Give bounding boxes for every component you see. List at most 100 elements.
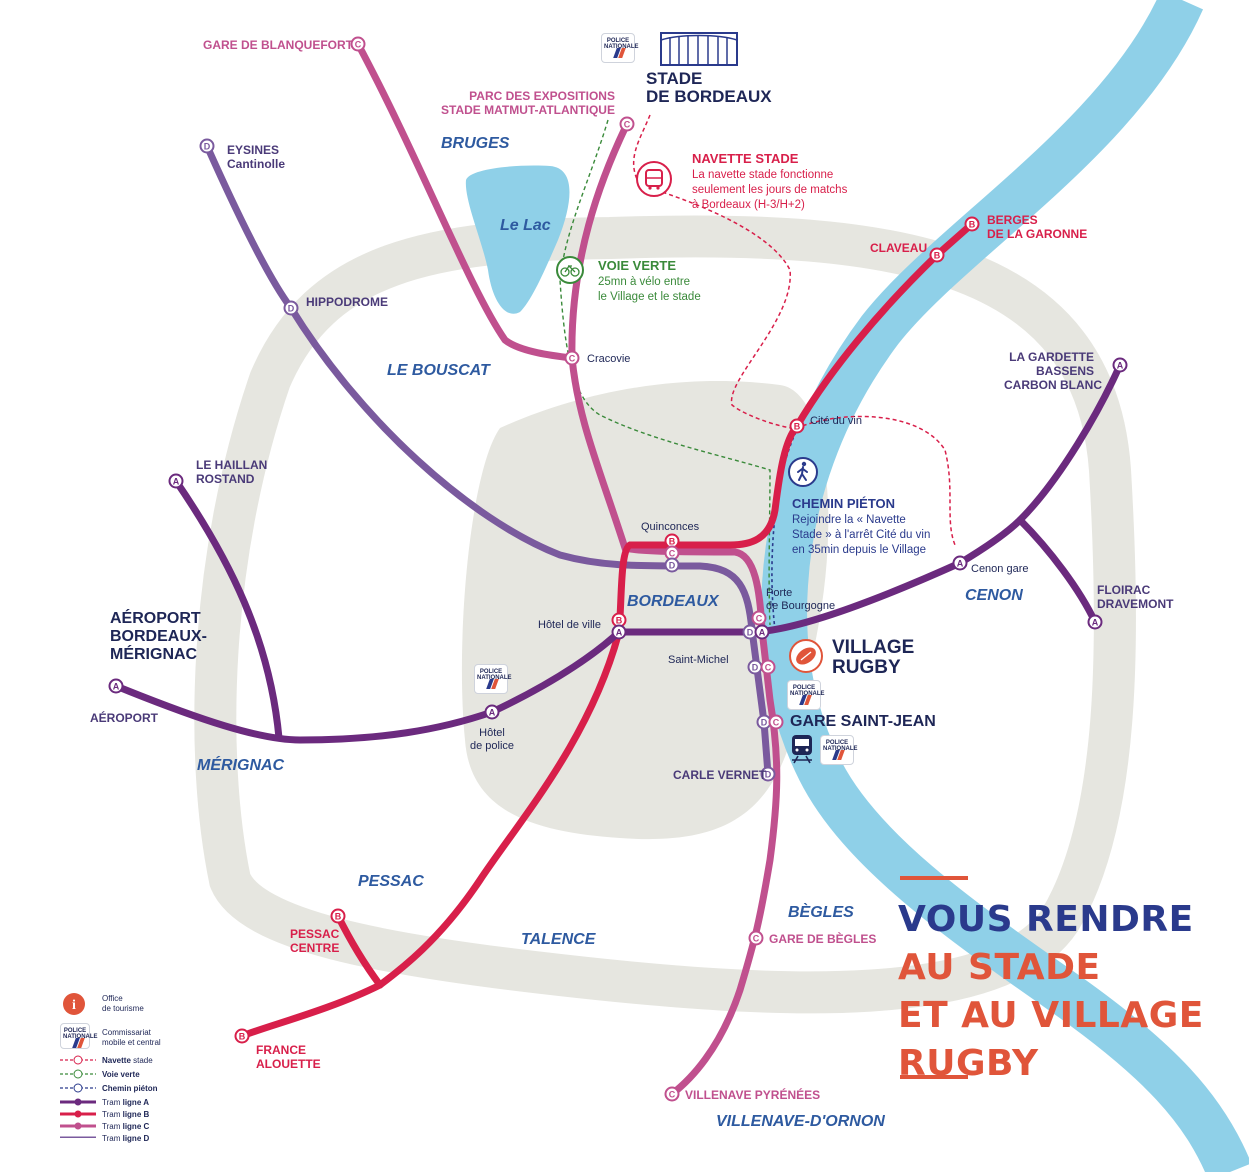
stop-marker-c[interactable]: C — [748, 930, 764, 946]
svg-text:B: B — [934, 250, 941, 260]
terminal-aeroport: AÉROPORT — [90, 711, 159, 725]
legend-line-swatches — [60, 1055, 96, 1138]
stop-marker-d[interactable]: D — [199, 138, 215, 154]
legend-police-icon: POLICE NATIONALE — [60, 1023, 98, 1049]
svg-text:B: B — [669, 536, 676, 546]
stop-hotel-de-ville: Hôtel de ville — [538, 619, 601, 631]
stop-marker-a[interactable]: A — [484, 704, 500, 720]
stop-marker-a[interactable]: A — [952, 555, 968, 571]
tram-line-d — [203, 142, 772, 778]
district-merignac: MÉRIGNAC — [197, 757, 285, 774]
svg-text:B: B — [335, 911, 342, 921]
stadium-icon — [660, 32, 738, 66]
svg-text:A: A — [113, 681, 120, 691]
tram-line-c-north — [354, 40, 576, 362]
police-badge-gare: POLICE NATIONALE — [820, 735, 858, 765]
svg-text:A: A — [616, 627, 623, 637]
stop-marker-a[interactable]: A — [108, 678, 124, 694]
svg-text:D: D — [752, 662, 759, 672]
stop-saint-michel: Saint-Michel — [668, 654, 729, 666]
stop-marker-a[interactable]: A — [168, 473, 184, 489]
svg-text:B: B — [239, 1031, 246, 1041]
stop-marker-a[interactable]: A — [1112, 357, 1128, 373]
legend-tram-a: Tram ligne A — [102, 1098, 149, 1107]
district-villenave: VILLENAVE-D'ORNON — [716, 1113, 885, 1130]
headline-bottom-rule — [900, 1075, 968, 1079]
headline-line-2: AU STADE — [898, 947, 1101, 988]
stop-marker-b[interactable]: B — [964, 216, 980, 232]
stop-marker-c[interactable]: C — [664, 1086, 680, 1102]
svg-text:C: C — [756, 613, 763, 623]
district-pessac: PESSAC — [358, 873, 424, 890]
stop-marker-b[interactable]: B — [330, 908, 346, 924]
legend-voie-verte: Voie verte — [102, 1070, 140, 1079]
bus-icon — [636, 161, 672, 197]
svg-text:D: D — [669, 560, 676, 570]
stop-marker-b[interactable]: B — [929, 247, 945, 263]
stop-claveau: CLAVEAU — [870, 241, 928, 255]
terminal-gare-de-blanquefort: GARE DE BLANQUEFORT — [203, 38, 353, 52]
stop-marker-c[interactable]: C — [619, 116, 635, 132]
stop-cracovie: Cracovie — [587, 353, 631, 365]
stop-marker-b[interactable]: B — [234, 1028, 250, 1044]
stop-marker-d[interactable]: D — [664, 557, 680, 573]
headline: VOUS RENDRE AU STADE ET AU VILLAGE RUGBY — [898, 896, 1204, 1088]
stop-marker-c[interactable]: C — [760, 659, 776, 675]
stop-marker-a[interactable]: A — [611, 624, 627, 640]
svg-text:C: C — [569, 353, 576, 363]
svg-text:C: C — [669, 1089, 676, 1099]
svg-text:A: A — [759, 627, 766, 637]
stop-marker-d[interactable]: D — [760, 766, 776, 782]
svg-text:B: B — [616, 615, 623, 625]
pedestrian-icon — [788, 457, 818, 487]
legend-navette: Navette stade — [102, 1056, 153, 1065]
stop-cenon-gare: Cenon gare — [971, 563, 1029, 575]
stop-marker-c[interactable]: C — [751, 610, 767, 626]
stop-marker-a[interactable]: A — [754, 624, 770, 640]
bike-icon — [556, 256, 584, 284]
tram-line-a-floirac — [1016, 516, 1099, 626]
stop-marker-c[interactable]: C — [350, 36, 366, 52]
stop-marker-d[interactable]: D — [283, 300, 299, 316]
chemin-title: CHEMIN PIÉTON — [792, 496, 896, 511]
stop-gare-de-begles: GARE DE BÈGLES — [769, 932, 877, 946]
gare-label: GARE SAINT-JEAN — [790, 713, 936, 730]
stop-cite-du-vin: Cité du vin — [810, 415, 862, 427]
headline-line-1: VOUS RENDRE — [898, 899, 1194, 940]
stop-marker-c[interactable]: C — [768, 714, 784, 730]
stop-marker-c[interactable]: C — [564, 350, 580, 366]
rugby-ball-icon — [789, 639, 823, 673]
stop-marker-a[interactable]: A — [1087, 614, 1103, 630]
svg-text:B: B — [794, 421, 801, 431]
stop-marker-c[interactable]: C — [664, 545, 680, 561]
stop-marker-b[interactable]: B — [789, 418, 805, 434]
river-garonne — [761, 0, 1249, 1172]
svg-text:D: D — [288, 303, 295, 313]
legend-tram-d: Tram ligne D — [102, 1134, 150, 1143]
stop-marker-d[interactable]: D — [747, 659, 763, 675]
svg-text:D: D — [204, 141, 211, 151]
district-talence: TALENCE — [521, 931, 596, 948]
city-center-area — [461, 381, 829, 840]
train-icon — [792, 735, 812, 764]
lake — [465, 165, 570, 314]
police-badge-hotel-police: POLICE NATIONALE — [474, 664, 512, 694]
headline-top-rule — [900, 876, 968, 880]
tourism-office-icon: i — [63, 993, 85, 1015]
svg-text:C: C — [624, 119, 631, 129]
svg-text:A: A — [489, 707, 496, 717]
headline-line-3: ET AU VILLAGE — [898, 995, 1204, 1036]
stop-quinconces: Quinconces — [641, 521, 700, 533]
police-badge-village: POLICE NATIONALE — [787, 680, 825, 710]
